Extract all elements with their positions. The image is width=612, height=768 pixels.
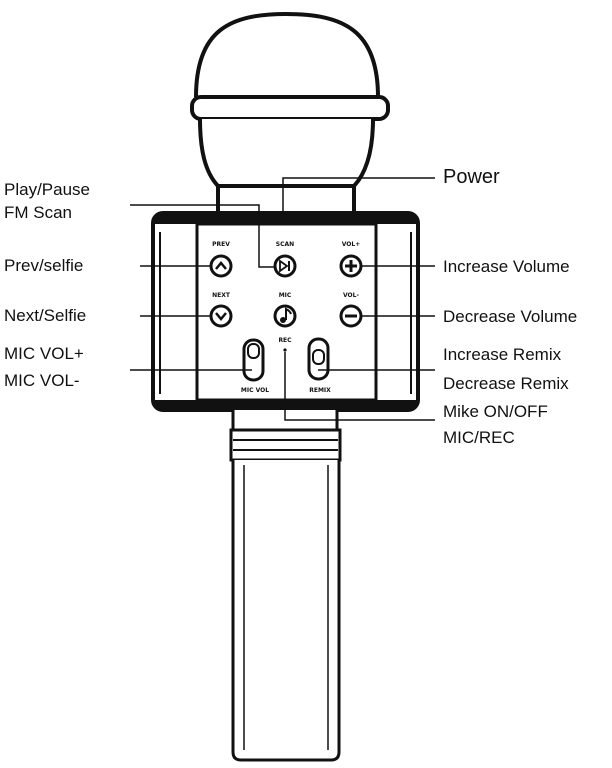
label-prev-selfie: Prev/selfie	[4, 256, 84, 275]
label-increase-volume: Increase Volume	[443, 257, 570, 276]
label-decrease-remix: Decrease Remix	[443, 374, 569, 393]
volume-down-button[interactable]	[339, 304, 363, 328]
button-label-prev: PREV	[212, 241, 230, 248]
remix-slider[interactable]	[307, 337, 330, 381]
button-label-scan: SCAN	[276, 241, 294, 248]
button-label-vol-up: VOL+	[342, 241, 361, 248]
button-label-remix: REMIX	[309, 387, 331, 394]
mic-rec-button[interactable]	[273, 304, 297, 328]
button-label-next: NEXT	[212, 292, 231, 299]
plus-icon	[345, 260, 357, 272]
next-button[interactable]	[209, 304, 233, 328]
label-increase-remix: Increase Remix	[443, 345, 562, 364]
mic-handle	[229, 410, 342, 762]
button-label-mic-vol: MIC VOL	[241, 387, 269, 394]
prev-button[interactable]	[209, 254, 233, 278]
mic-head	[190, 11, 390, 216]
button-label-rec: REC	[278, 337, 292, 344]
music-note-icon	[280, 307, 292, 323]
chevron-up-icon	[215, 261, 227, 270]
rec-indicator-dot	[283, 348, 287, 352]
label-mic-vol-down: MIC VOL-	[4, 371, 80, 390]
label-mike-on-off: Mike ON/OFF	[443, 402, 548, 421]
button-label-mic: MIC	[279, 292, 292, 299]
volume-up-button[interactable]	[339, 254, 363, 278]
play-pause-icon	[279, 259, 290, 273]
label-decrease-volume: Decrease Volume	[443, 307, 578, 326]
chevron-down-icon	[215, 312, 227, 321]
leader-lines	[130, 177, 435, 421]
label-next-selfie: Next/Selfie	[4, 306, 87, 325]
label-mic-rec: MIC/REC	[443, 428, 515, 447]
label-play-pause: Play/Pause	[4, 180, 90, 199]
label-power: Power	[443, 166, 500, 188]
mic-vol-slider[interactable]	[242, 338, 265, 382]
scan-play-pause-button[interactable]	[273, 254, 297, 278]
button-label-vol-down: VOL-	[343, 292, 359, 299]
label-mic-vol-up: MIC VOL+	[4, 344, 84, 363]
label-fm-scan: FM Scan	[4, 203, 73, 222]
